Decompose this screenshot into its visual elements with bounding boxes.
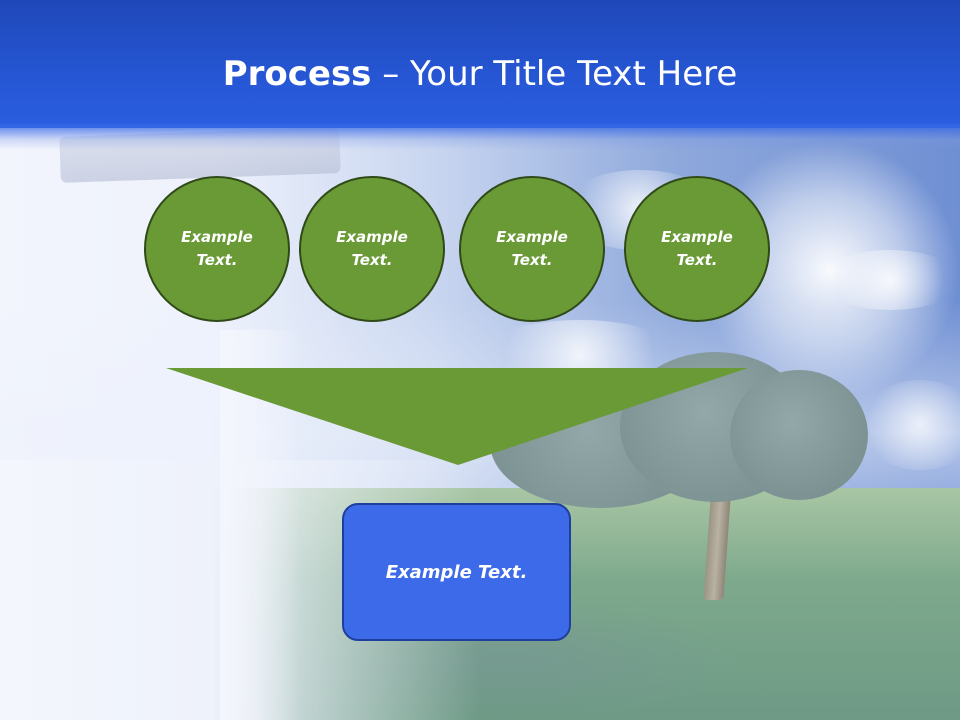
funnel-arrow bbox=[166, 368, 748, 465]
step-circle-2[interactable]: Example Text. bbox=[299, 176, 445, 322]
step-label: Example Text. bbox=[496, 228, 568, 269]
step-circle-3[interactable]: Example Text. bbox=[459, 176, 605, 322]
result-label: Example Text. bbox=[385, 561, 528, 583]
title-bold: Process bbox=[222, 54, 372, 94]
title-bar bbox=[0, 0, 960, 128]
step-label: Example Text. bbox=[661, 228, 733, 269]
step-label: Example Text. bbox=[336, 228, 408, 269]
step-circle-4[interactable]: Example Text. bbox=[624, 176, 770, 322]
step-circle-1[interactable]: Example Text. bbox=[144, 176, 290, 322]
result-box[interactable]: Example Text. bbox=[342, 503, 571, 641]
title-rest: – Your Title Text Here bbox=[371, 54, 738, 94]
title-bar-glow bbox=[0, 124, 960, 150]
slide-title: Process – Your Title Text Here bbox=[0, 52, 960, 96]
funnel-triangle bbox=[166, 368, 748, 465]
step-label: Example Text. bbox=[181, 228, 253, 269]
